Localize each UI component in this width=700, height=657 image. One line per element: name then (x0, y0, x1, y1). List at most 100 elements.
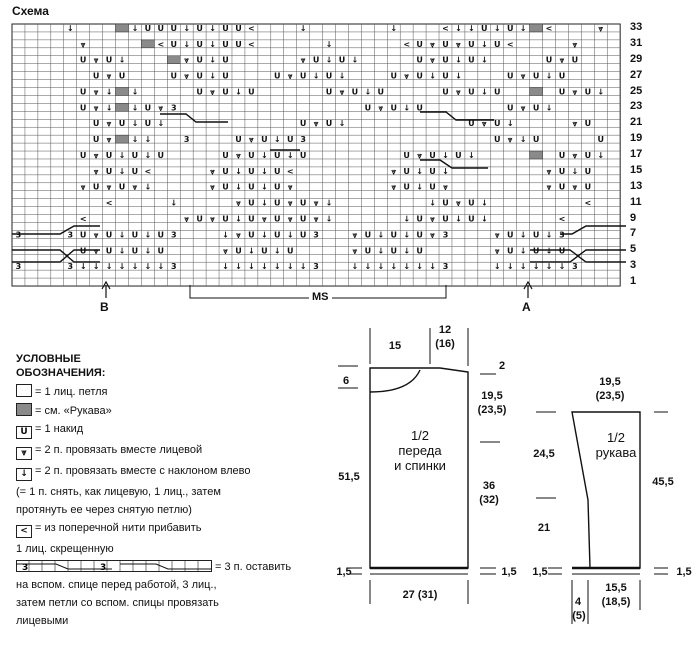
row-number: 3 (630, 259, 637, 272)
sleeve-dim-lower: 21 (537, 522, 551, 534)
chart-cell-symbol: ⩔ (209, 183, 215, 192)
row-number: 15 (630, 163, 643, 176)
chart-cell-symbol: ⩔ (235, 151, 241, 160)
chart-cell-symbol: U (222, 72, 229, 81)
chart-cell-symbol: U (468, 40, 475, 49)
chart-cell-symbol: < (546, 24, 553, 33)
chart-cell-symbol: U (80, 103, 87, 112)
chart-cell-symbol: ⩔ (572, 87, 578, 96)
chart-cell-symbol: 3 (67, 262, 73, 271)
chart-cell-symbol: ↓ (377, 262, 384, 271)
chart-cell-symbol: ↓ (403, 246, 410, 255)
chart-cell-symbol: U (390, 103, 397, 112)
chart-cell-symbol: ⩔ (352, 230, 358, 239)
chart-cell-symbol: ⩔ (93, 246, 99, 255)
chart-cell-symbol: U (158, 246, 165, 255)
chart-cell-symbol: ⩔ (300, 56, 306, 65)
chart-cell-symbol: ↓ (546, 72, 553, 81)
chart-cell-symbol: ↓ (209, 24, 216, 33)
chart-cell-symbol: U (274, 199, 281, 208)
chart-cell-symbol: ⩔ (455, 199, 461, 208)
chart-cell-symbol: ⩔ (572, 183, 578, 192)
chart-cell-symbol: U (261, 246, 268, 255)
chart-cell-symbol: 3 (67, 230, 73, 239)
chart-cell-symbol: U (365, 246, 372, 255)
chart-cell-symbol: U (481, 24, 488, 33)
chart-cell-symbol: ↓ (442, 151, 449, 160)
chart-cell-symbol: ↓ (455, 72, 462, 81)
chart-cell-symbol: ↓ (416, 262, 423, 271)
chart-cell-symbol: U (300, 151, 307, 160)
sleeve-dim-cap: 24,5 (533, 448, 555, 460)
chart-cell-symbol: ⩔ (132, 183, 138, 192)
row-number: 7 (630, 227, 637, 240)
dim-side: 36 (482, 480, 496, 492)
chart-cell-symbol: ⩔ (546, 183, 552, 192)
chart-cell-symbol: ↓ (533, 262, 540, 271)
chart-cell-symbol: ⩔ (429, 230, 435, 239)
chart-cell-symbol: ↓ (429, 262, 436, 271)
chart-cell-symbol: ↓ (481, 199, 488, 208)
chart-cell-symbol: ↓ (364, 87, 371, 96)
chart-cell-symbol: U (546, 56, 553, 65)
chart-cell-symbol: U (300, 230, 307, 239)
chart-cell-symbol: ↓ (157, 119, 164, 128)
legend-title: УСЛОВНЫЕ ОБОЗНАЧЕНИЯ: (16, 353, 106, 379)
chart-cell-symbol: ↓ (80, 262, 87, 271)
chart-cell-symbol: U (429, 151, 436, 160)
chart-cell-symbol: ↓ (507, 119, 514, 128)
sleeve-dim-length: 45,5 (652, 476, 674, 488)
cable-crossings (12, 111, 626, 299)
chart-cell-symbol: ⩔ (287, 72, 293, 81)
chart-cell-symbol: U (93, 119, 100, 128)
chart-cell-symbol: ⩔ (546, 167, 552, 176)
chart-cell-symbol: ↓ (468, 151, 475, 160)
ssk-icon: ↓ (16, 468, 32, 481)
chart-cell-symbol: ⩔ (235, 230, 241, 239)
chart-cell-symbol: U (559, 183, 566, 192)
chart-cell-symbol: U (171, 72, 178, 81)
chart-cell-symbol: U (494, 40, 501, 49)
row-number: 13 (630, 179, 643, 192)
chart-cell-symbol: U (559, 246, 566, 255)
chart-cell-symbol: ↓ (235, 215, 242, 224)
chart-cell-symbol: U (145, 103, 152, 112)
chart-cell-symbol: ↓ (119, 167, 126, 176)
chart-cell-symbol: U (196, 87, 203, 96)
chart-cell-symbol: 3 (184, 135, 190, 144)
chart-cell-symbol: U (248, 151, 255, 160)
chart-cell-symbol: ⩔ (93, 151, 99, 160)
chart-cell-symbol: U (248, 87, 255, 96)
chart-cell-symbol: U (416, 56, 423, 65)
chart-cell-symbol: ↓ (261, 183, 268, 192)
chart-cell-symbol: ⩔ (520, 103, 526, 112)
chart-cell-symbol: U (442, 87, 449, 96)
chart-cell-symbol: U (352, 87, 359, 96)
sleeve-dim-top-alt: (23,5) (595, 390, 625, 402)
chart-cell-symbol: ⩔ (183, 56, 189, 65)
chart-cell-symbol: U (533, 103, 540, 112)
chart-cell-symbol: U (274, 215, 281, 224)
chart-cell-symbol: U (313, 56, 320, 65)
chart-cell-symbol: ↓ (390, 24, 397, 33)
chart-cell-symbol: ↓ (300, 24, 307, 33)
chart-cell-symbol: 3 (171, 262, 177, 271)
chart-cell-symbol: ↓ (235, 167, 242, 176)
chart-cell-symbol: U (222, 183, 229, 192)
chart-cell-symbol: U (274, 151, 281, 160)
chart-cell-symbol: U (222, 151, 229, 160)
chart-cell-symbol: ↓ (494, 262, 501, 271)
row-number: 17 (630, 148, 643, 161)
chart-cell-symbol: U (468, 199, 475, 208)
chart-cell-symbol: U (106, 230, 113, 239)
chart-cell-symbol: ↓ (132, 103, 139, 112)
row-number: 19 (630, 132, 643, 145)
chart-cell-symbol: U (585, 87, 592, 96)
chart-cell-symbol: 3 (16, 230, 22, 239)
chart-cell-symbol: ↓ (326, 215, 333, 224)
row-number: 5 (630, 243, 637, 256)
chart-cell-symbol: U (222, 24, 229, 33)
chart-cell-symbol: ↓ (119, 151, 126, 160)
chart-cell-symbol: ↓ (559, 262, 566, 271)
chart-cell-symbol: ↓ (274, 135, 281, 144)
